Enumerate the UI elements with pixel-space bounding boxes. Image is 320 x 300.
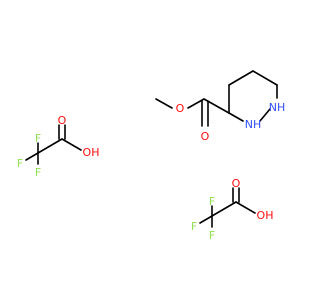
bond-cf3-f-left xyxy=(25,152,39,161)
hydroxyl-label: OH xyxy=(83,146,100,159)
bond-ring-c5-c6 xyxy=(252,70,278,86)
ester-oxygen-label: O xyxy=(176,102,185,115)
hydroxyl-label: OH xyxy=(257,209,274,222)
carbonyl-oxygen-label: O xyxy=(201,130,210,143)
bond-ring-c4-c5 xyxy=(228,70,254,86)
carbonyl-oxygen-label: O xyxy=(232,177,241,190)
bond-cf3-f-left xyxy=(199,215,213,224)
structure-canvas: O O NH NH F F F O OH F F F O OH xyxy=(17,70,286,242)
bond-cf3-c xyxy=(211,201,237,217)
bond-ring-n2-c3 xyxy=(228,112,244,122)
tfa-left-molecule: F F F O OH xyxy=(17,114,100,179)
fluorine-label-left: F xyxy=(191,220,197,233)
tfa-right-molecule: F F F O OH xyxy=(191,177,274,242)
fluorine-label-left: F xyxy=(17,157,23,170)
ring-nh-label-2: NH xyxy=(245,118,262,131)
fluorine-label-bottom: F xyxy=(209,229,215,242)
fluorine-label-top: F xyxy=(35,132,41,145)
bond-o-carbonyl xyxy=(187,98,205,109)
carbonyl-oxygen-label: O xyxy=(58,114,67,127)
bond-ring-n1-n2 xyxy=(259,108,271,122)
bond-cf3-c xyxy=(37,138,63,154)
bond-methyl-o xyxy=(155,98,173,109)
bond-c-oh xyxy=(61,138,82,151)
pyridazine-ester-molecule: O O NH NH xyxy=(155,70,286,143)
ring-nh-label-1: NH xyxy=(269,101,286,114)
bond-c-oh xyxy=(235,201,256,214)
fluorine-label-bottom: F xyxy=(35,166,41,179)
fluorine-label-top: F xyxy=(209,195,215,208)
